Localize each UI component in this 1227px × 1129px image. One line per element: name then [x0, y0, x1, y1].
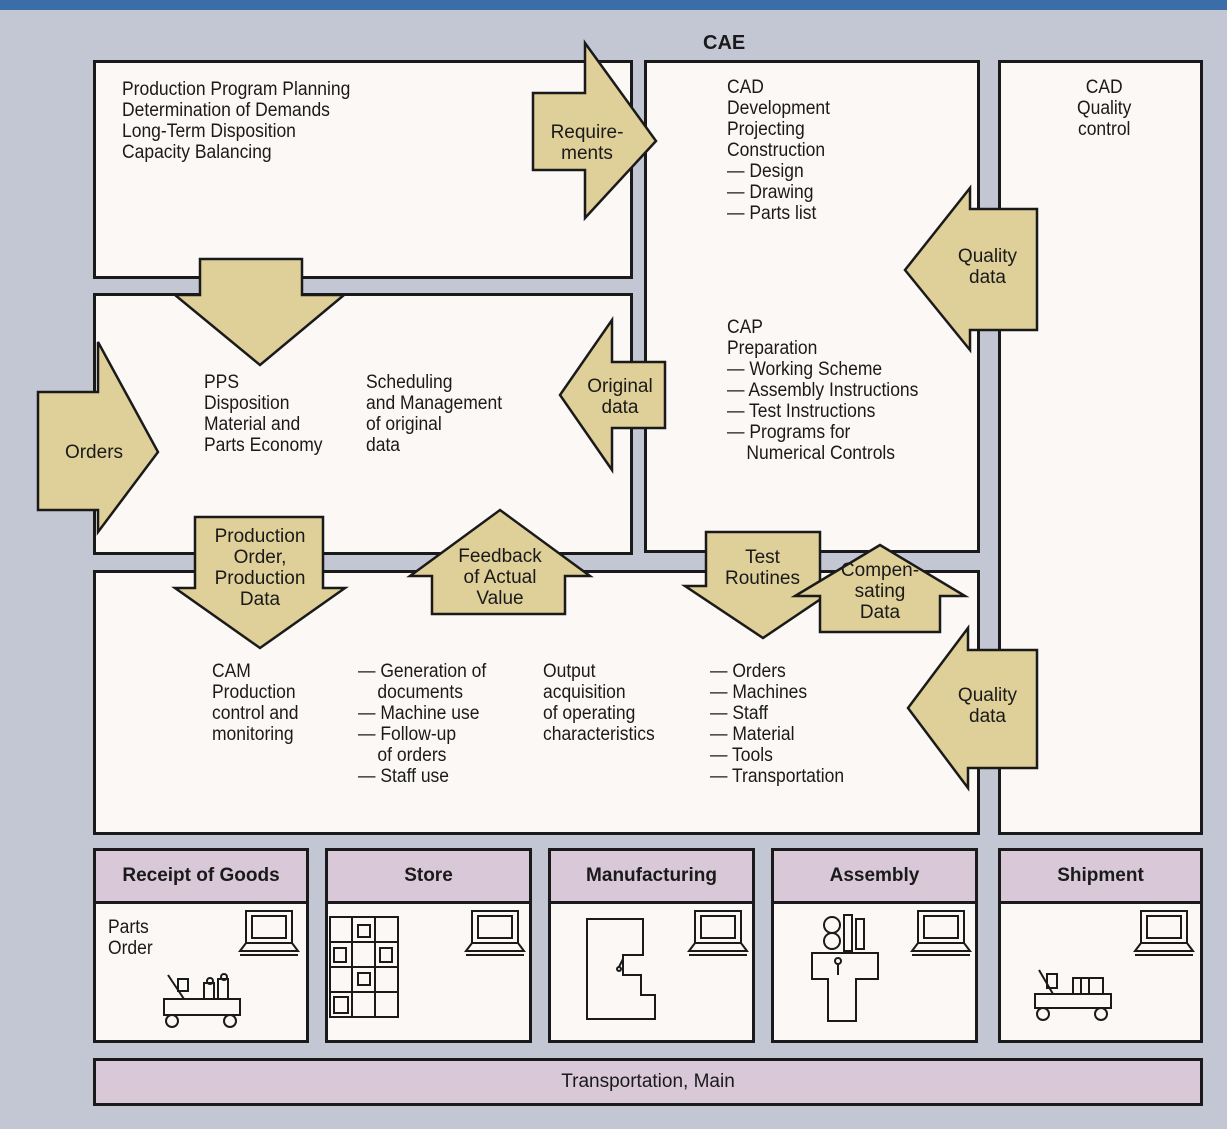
station-title: Receipt of Goods [96, 851, 306, 904]
quality-data-top-label: Quality data [957, 246, 1018, 288]
feedback-arrow [406, 508, 594, 616]
computer-icon [238, 910, 300, 956]
shelf-icon [329, 916, 399, 1018]
station-title: Store [328, 851, 529, 904]
station-title: Assembly [774, 851, 975, 904]
quality-control-text: CAD Quality control [1077, 77, 1132, 140]
computer-icon [1133, 910, 1195, 956]
cap-text: CAP Preparation — Working Scheme — Assem… [727, 317, 919, 464]
computer-icon [910, 910, 972, 956]
computer-icon [464, 910, 526, 956]
original-data-label: Original data [587, 376, 653, 418]
compensating-arrow [790, 543, 970, 634]
quality-data-bottom-arrow [906, 624, 1039, 792]
station-title: Shipment [1001, 851, 1200, 904]
pps-text: PPS Disposition Material and Parts Econo… [204, 372, 323, 456]
cad-text: CAD Development Projecting Construction … [727, 77, 830, 224]
station-store: Store [325, 848, 532, 1043]
forklift-icon [163, 973, 241, 1028]
station-shipment: Shipment [998, 848, 1203, 1043]
top-band [0, 0, 1227, 10]
station-assembly: Assembly [771, 848, 978, 1043]
cad-cap-box: CAD Development Projecting Construction … [644, 60, 980, 553]
station-manufacturing: Manufacturing [548, 848, 755, 1043]
pps-box: PPS Disposition Material and Parts Econo… [93, 293, 633, 555]
orders-arrow [36, 341, 160, 536]
original-data-arrow [558, 316, 667, 474]
test-routines-arrow [680, 530, 845, 640]
station-note: Parts Order [108, 917, 153, 959]
production-order-label: Production Order, Production Data [214, 526, 306, 610]
quality-data-top-arrow [903, 184, 1039, 354]
station-receipt-of-goods: Receipt of Goods Parts Order [93, 848, 309, 1043]
assembly-robot-icon [811, 914, 879, 1022]
requirements-arrow [531, 39, 658, 222]
station-title: Manufacturing [551, 851, 752, 904]
computer-icon [687, 910, 749, 956]
cam-text: CAM Production control and monitoring [212, 661, 299, 745]
production-order-arrow [171, 515, 349, 650]
compensating-label: Compen- sating Data [840, 560, 920, 623]
machine-tool-icon [586, 918, 656, 1020]
test-routines-label: Test Routines [725, 547, 800, 589]
forklift-icon [1034, 969, 1112, 1021]
requirements-label: Require- ments [550, 122, 624, 164]
scheduling-text: Scheduling and Management of original da… [366, 372, 503, 456]
orders-label: Orders [64, 442, 124, 463]
feedback-label: Feedback of Actual Value [458, 546, 542, 609]
generation-text: — Generation of documents — Machine use … [358, 661, 487, 787]
quality-data-bottom-label: Quality data [957, 685, 1018, 727]
planning-text: Production Program Planning Determinatio… [122, 79, 351, 163]
cae-title: CAE [703, 32, 746, 54]
transportation-main-bar: Transportation, Main [93, 1058, 1203, 1106]
planning-down-arrow [171, 257, 348, 367]
output-text: Output acquisition of operating characte… [543, 661, 655, 745]
orders-list-text: — Orders — Machines — Staff — Material —… [710, 661, 845, 787]
